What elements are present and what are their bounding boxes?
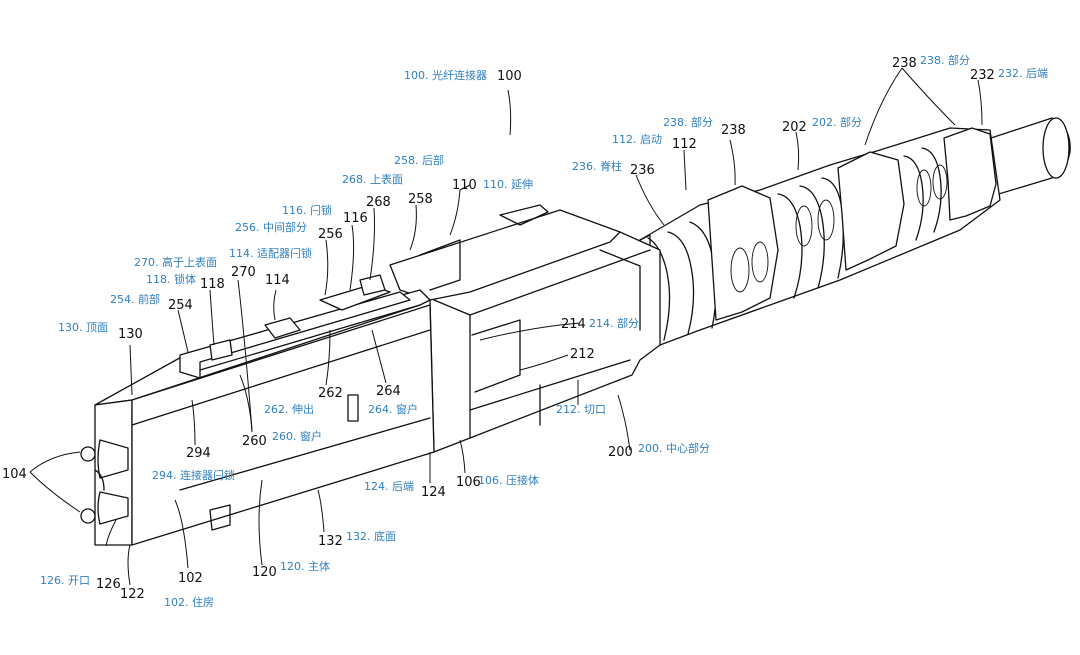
label-130-cn: 130. 顶面	[58, 321, 108, 334]
label-264: 264	[376, 384, 401, 399]
label-262: 262	[318, 386, 343, 401]
label-262-cn: 262. 伸出	[264, 402, 314, 416]
label-100: 100	[497, 69, 522, 84]
label-132: 132	[318, 534, 343, 549]
label-212: 212	[570, 347, 595, 362]
label-120-cn: 120. 主体	[280, 559, 330, 573]
label-118: 118	[200, 277, 225, 292]
label-232: 232	[970, 68, 995, 83]
label-112-cn: 112. 启动	[612, 133, 662, 146]
label-116: 116	[343, 211, 368, 226]
latch-assembly	[179, 274, 421, 379]
label-202: 202	[782, 120, 807, 135]
boot	[639, 127, 1001, 346]
label-260-cn: 260. 窗户	[272, 429, 322, 443]
label-238b-cn: 238. 部分	[920, 53, 970, 67]
label-130: 130	[118, 327, 143, 342]
label-212-cn: 212. 切口	[556, 403, 606, 416]
cable	[984, 117, 1071, 197]
label-236-cn: 236. 脊柱	[572, 159, 622, 173]
label-126: 126	[96, 577, 121, 592]
label-118-cn: 118. 锁体	[146, 272, 196, 286]
label-100-cn: 100. 光纤连接器	[404, 68, 487, 82]
label-268-cn: 268. 上表面	[342, 172, 403, 186]
label-106-cn: 106. 压接体	[478, 473, 539, 487]
label-236: 236	[630, 163, 655, 178]
label-232-cn: 232. 后端	[998, 67, 1048, 80]
label-258: 258	[408, 192, 433, 207]
label-102: 102	[178, 571, 203, 586]
label-260: 260	[242, 434, 267, 449]
label-294-cn: 294. 连接器闩锁	[152, 468, 235, 482]
label-114-cn: 114. 适配器闩锁	[229, 246, 312, 260]
label-256-cn: 256. 中间部分	[235, 220, 307, 234]
label-202-cn: 202. 部分	[812, 115, 862, 129]
label-132-cn: 132. 底面	[346, 529, 396, 543]
leader-lines	[29, 67, 983, 586]
label-200-cn: 200. 中心部分	[638, 441, 710, 455]
label-254: 254	[168, 298, 193, 313]
labels: 100. 光纤连接器 100 258. 后部 258 268. 上表面 268 …	[2, 53, 1048, 609]
label-124-cn: 124. 后端	[364, 480, 414, 493]
label-102-cn: 102. 住房	[164, 595, 214, 609]
label-214: 214	[561, 317, 586, 332]
label-238a-cn: 238. 部分	[663, 115, 713, 129]
label-256: 256	[318, 227, 343, 242]
label-254-cn: 254. 前部	[110, 292, 160, 306]
label-110: 110	[452, 178, 477, 193]
label-120: 120	[252, 565, 277, 580]
label-116-cn: 116. 闩锁	[282, 203, 332, 217]
label-238a: 238	[721, 123, 746, 138]
label-106: 106	[456, 475, 481, 490]
label-294: 294	[186, 446, 211, 461]
label-110-cn: 110. 延伸	[483, 178, 533, 191]
label-114: 114	[265, 273, 290, 288]
label-126-cn: 126. 开口	[40, 574, 90, 587]
connector-drawing	[80, 117, 1071, 546]
label-112: 112	[672, 137, 697, 152]
label-122: 122	[120, 587, 145, 602]
label-124: 124	[421, 485, 446, 500]
label-264-cn: 264. 窗户	[368, 402, 418, 416]
label-270: 270	[231, 265, 256, 280]
crimp-body	[429, 231, 661, 453]
label-214-cn: 214. 部分	[589, 316, 639, 330]
extension	[389, 204, 621, 301]
label-268: 268	[366, 195, 391, 210]
label-270-cn: 270. 高于上表面	[134, 255, 217, 269]
label-258-cn: 258. 后部	[394, 153, 444, 167]
label-238b: 238	[892, 56, 917, 71]
label-200: 200	[608, 445, 633, 460]
label-104: 104	[2, 467, 27, 482]
